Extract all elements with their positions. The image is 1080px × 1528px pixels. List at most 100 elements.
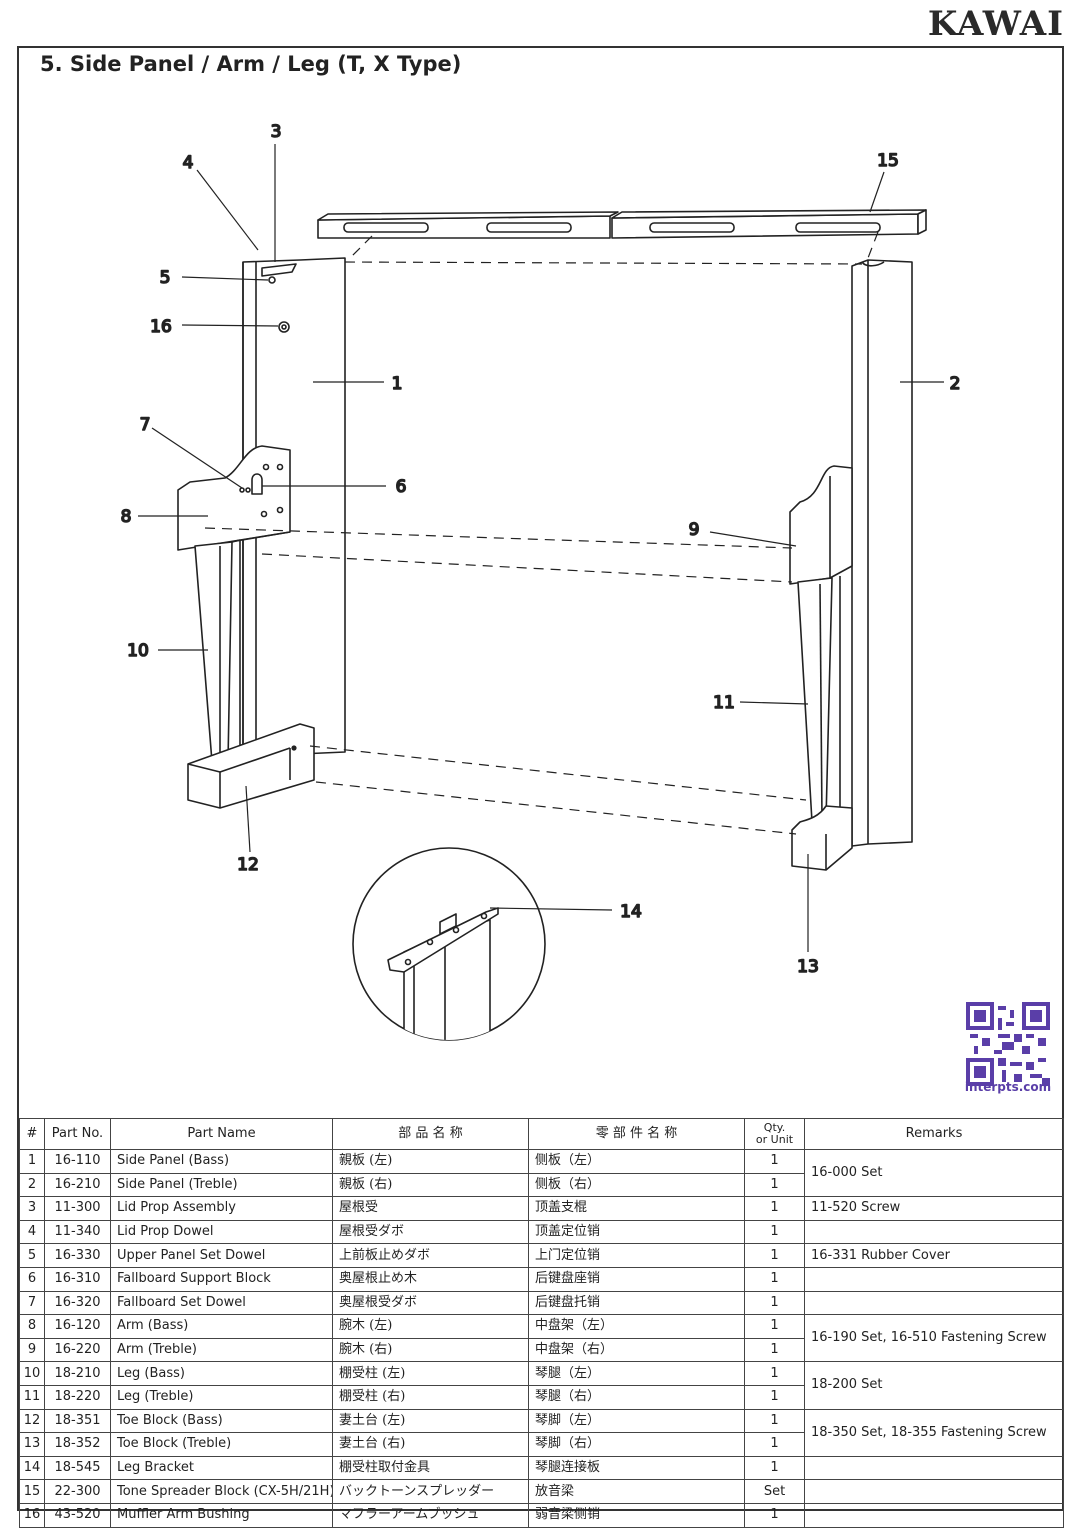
cell-qty: 1 <box>744 1266 805 1292</box>
cell-chinese-name: 顶盖定位销 <box>528 1219 745 1245</box>
qr-caption: interpts.com <box>964 1080 1052 1094</box>
cell-chinese-name: 琴腿（右） <box>528 1384 745 1410</box>
cell-japanese-name: 妻土台 (左) <box>332 1408 529 1434</box>
cell-japanese-name: 親板 (右) <box>332 1172 529 1198</box>
cell-remarks <box>804 1502 1064 1528</box>
header-japanese-name: 部 品 名 称 <box>332 1118 529 1150</box>
leg-bracket-detail <box>352 847 546 1041</box>
cell-part-name: Muffler Arm Bushing <box>110 1502 333 1528</box>
cell-qty: 1 <box>744 1196 805 1221</box>
cell-part-no: 18-352 <box>44 1432 111 1457</box>
cell-qty: 1 <box>744 1502 805 1528</box>
cell-num: 7 <box>19 1290 45 1316</box>
leg-treble <box>797 576 841 823</box>
cell-remarks <box>804 1290 1064 1316</box>
cell-part-name: Toe Block (Bass) <box>110 1408 333 1434</box>
header-num: # <box>19 1118 45 1150</box>
cell-chinese-name: 琴脚（右） <box>528 1432 745 1457</box>
cell-chinese-name: 侧板（左） <box>528 1149 745 1174</box>
cell-part-no: 16-220 <box>44 1337 111 1363</box>
toe-block-treble <box>791 805 853 871</box>
callout-4: 4 <box>183 153 194 173</box>
cell-japanese-name: 腕木 (左) <box>332 1314 529 1339</box>
cell-num: 9 <box>19 1337 45 1363</box>
cell-japanese-name: 奥屋根受ダボ <box>332 1290 529 1316</box>
cell-qty: Set <box>744 1479 805 1504</box>
page-title: 5. Side Panel / Arm / Leg (T, X Type) <box>40 52 462 76</box>
cell-qty: 1 <box>744 1408 805 1434</box>
header-chinese-name: 零 部 件 名 称 <box>528 1118 745 1150</box>
cell-chinese-name: 上门定位销 <box>528 1243 745 1268</box>
callout-5: 5 <box>160 268 171 288</box>
cell-part-name: Leg Bracket <box>110 1455 333 1481</box>
cell-part-no: 16-110 <box>44 1149 111 1174</box>
cell-remarks: 16-331 Rubber Cover <box>804 1243 1064 1268</box>
cell-num: 12 <box>19 1408 45 1434</box>
cell-japanese-name: 妻土台 (右) <box>332 1432 529 1457</box>
callout-6: 6 <box>396 477 407 497</box>
cell-num: 4 <box>19 1219 45 1245</box>
qr-code-icon <box>966 1002 1050 1086</box>
callout-11: 11 <box>713 693 735 713</box>
callout-9: 9 <box>689 520 700 540</box>
cell-num: 15 <box>19 1479 45 1504</box>
cell-num: 3 <box>19 1196 45 1221</box>
cell-remarks <box>804 1479 1064 1504</box>
cell-qty: 1 <box>744 1337 805 1363</box>
cell-japanese-name: 親板 (左) <box>332 1149 529 1174</box>
cell-part-name: Toe Block (Treble) <box>110 1432 333 1457</box>
cell-num: 2 <box>19 1172 45 1198</box>
cell-chinese-name: 顶盖支棍 <box>528 1196 745 1221</box>
assembly-lines <box>204 231 879 835</box>
cell-qty: 1 <box>744 1455 805 1481</box>
cell-part-name: Lid Prop Assembly <box>110 1196 333 1221</box>
cell-chinese-name: 琴腿连接板 <box>528 1455 745 1481</box>
cell-remarks: 18-200 Set <box>804 1361 1064 1410</box>
cell-qty: 1 <box>744 1290 805 1316</box>
header-qty: Qty. or Unit <box>744 1118 805 1150</box>
callout-16: 16 <box>150 317 172 337</box>
cell-chinese-name: 中盘架（右） <box>528 1337 745 1363</box>
cell-qty: 1 <box>744 1219 805 1245</box>
cell-part-no: 22-300 <box>44 1479 111 1504</box>
callout-2: 2 <box>950 374 961 394</box>
table-header-row: # Part No. Part Name 部 品 名 称 零 部 件 名 称 Q… <box>19 1118 1064 1150</box>
cell-num: 13 <box>19 1432 45 1457</box>
callout-3: 3 <box>271 122 282 142</box>
cell-remarks <box>804 1219 1064 1245</box>
leader-lines <box>138 144 944 952</box>
cell-remarks: 16-000 Set <box>804 1148 1064 1198</box>
header-remarks: Remarks <box>804 1118 1064 1150</box>
cell-remarks <box>804 1266 1064 1292</box>
cell-chinese-name: 琴腿（左） <box>528 1361 745 1386</box>
callout-12: 12 <box>237 855 259 875</box>
cell-num: 5 <box>19 1243 45 1268</box>
cell-qty: 1 <box>744 1432 805 1457</box>
cell-part-name: Side Panel (Bass) <box>110 1149 333 1174</box>
cell-part-no: 16-310 <box>44 1266 111 1292</box>
cell-part-name: Leg (Treble) <box>110 1384 333 1410</box>
cell-num: 8 <box>19 1314 45 1339</box>
cell-japanese-name: 棚受柱 (右) <box>332 1384 529 1410</box>
cell-chinese-name: 放音梁 <box>528 1479 745 1504</box>
cell-chinese-name: 后键盘座销 <box>528 1266 745 1292</box>
cell-remarks: 18-350 Set, 18-355 Fastening Screw <box>804 1408 1064 1457</box>
cell-part-no: 11-300 <box>44 1196 111 1221</box>
leg-bass <box>194 539 241 763</box>
cell-japanese-name: 屋根受ダボ <box>332 1219 529 1245</box>
cell-part-name: Fallboard Support Block <box>110 1266 333 1292</box>
exploded-diagram: 1 2 3 4 5 6 7 8 9 10 11 12 13 14 15 16 <box>120 121 961 1041</box>
cell-num: 14 <box>19 1455 45 1481</box>
callout-8: 8 <box>121 507 132 527</box>
